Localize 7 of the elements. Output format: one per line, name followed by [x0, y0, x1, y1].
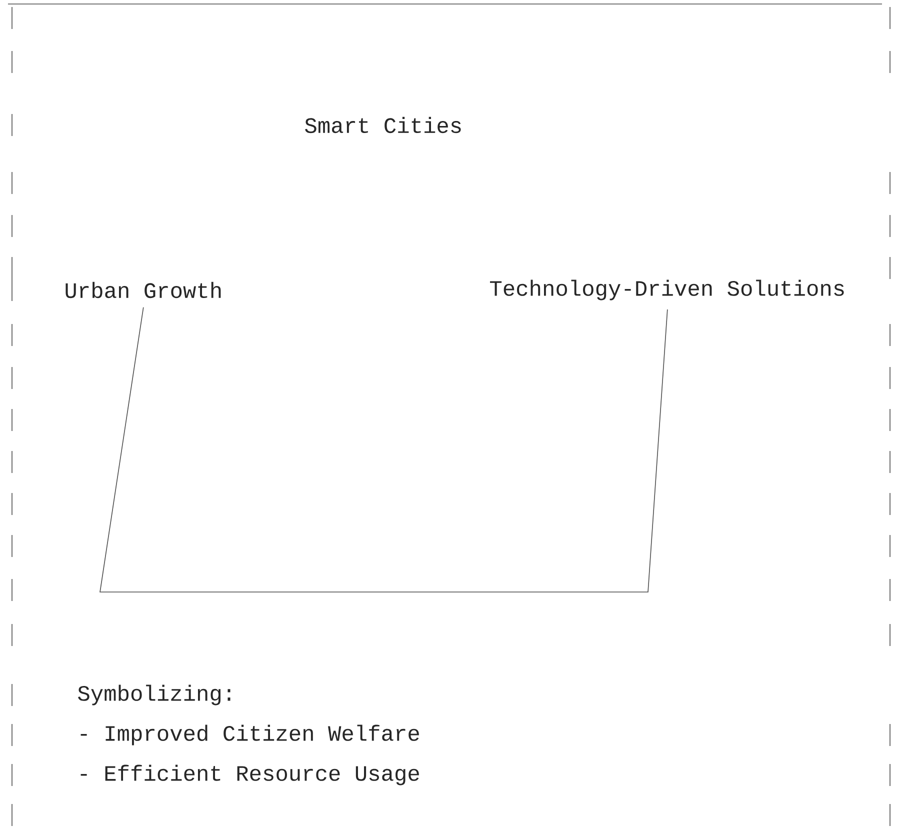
label-text: - Improved Citizen Welfare — [80, 724, 419, 746]
node-text: Urban Growth — [66, 282, 221, 298]
label-text: Symbolizing: — [78, 684, 230, 706]
label-text: Smart Cities — [305, 116, 461, 134]
label-text: - Efficient Resource Usage — [80, 764, 419, 786]
node-text: Technology-Driven Solutions — [490, 280, 844, 300]
connector-line — [100, 306, 668, 592]
